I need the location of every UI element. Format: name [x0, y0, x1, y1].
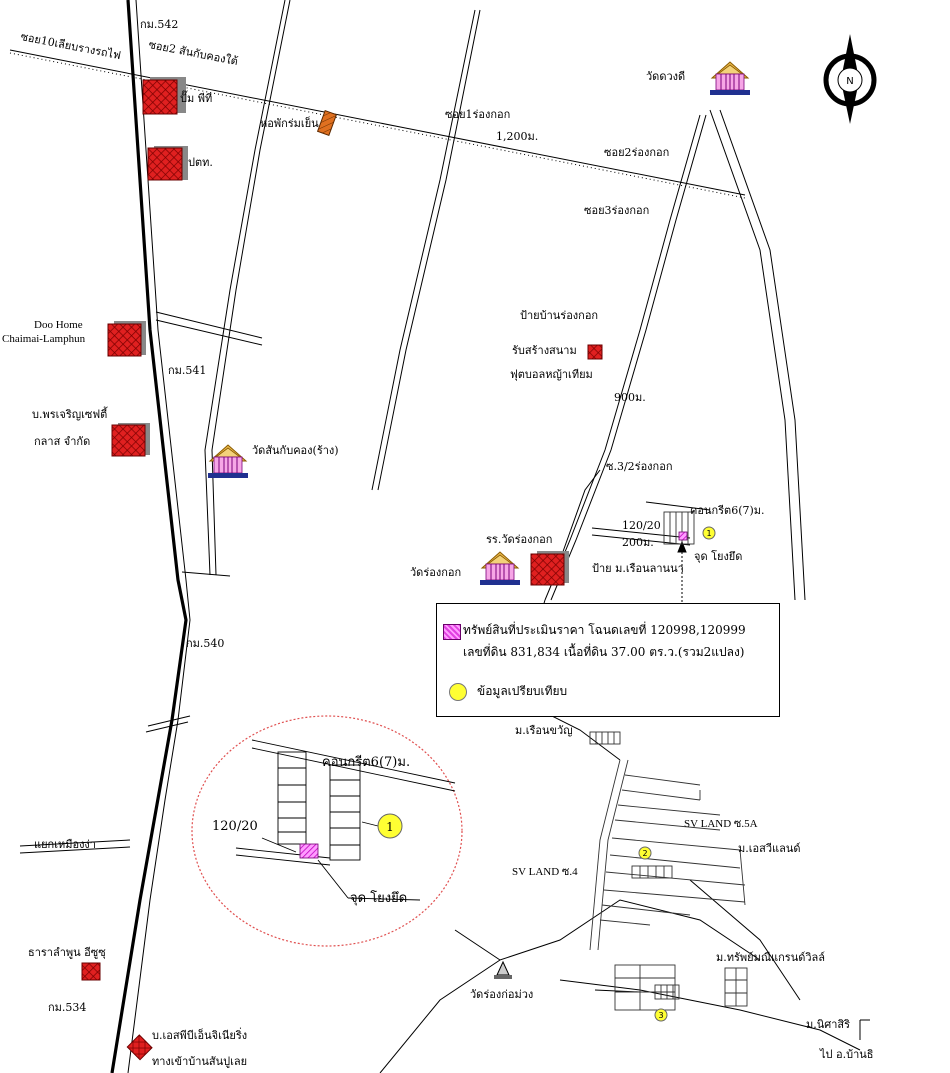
compass-icon: N — [823, 34, 877, 124]
svg-text:1: 1 — [706, 529, 711, 538]
label-point-inset: จุด โยงยึด — [350, 891, 408, 906]
legend-comparison: ข้อมูลเปรียบเทียบ — [477, 684, 568, 698]
marker-1-inset — [377, 813, 403, 839]
label-km541: กม.541 — [168, 364, 207, 377]
label-sapmani: ม.ทรัพย์มณีแกรนด์วิลล์ — [716, 951, 826, 964]
svg-text:1: 1 — [386, 820, 394, 834]
marker-1 — [702, 526, 716, 540]
label-svland5a: SV LAND ซ.5A — [684, 818, 758, 830]
label-esvland: ม.เอสวีแลนด์ — [738, 842, 801, 855]
label-khongkrit: คอนกรีต6(7)ม. — [690, 504, 765, 517]
label-dormitory: หอพักร่มเย็น — [260, 117, 319, 130]
label-thara: ธาราลำพูน อีซูซุ — [28, 946, 106, 959]
label-pump-pt: ปั๊ม พีที — [180, 92, 213, 105]
marker-2 — [638, 846, 652, 860]
wat-duangdi-icon — [709, 61, 751, 96]
label-dist-1200: 1,200ม. — [496, 130, 539, 143]
label-wat-sankab: วัดสันกับคอง(ร้าง) — [252, 444, 339, 457]
svg-text:2: 2 — [642, 849, 647, 858]
espn-icon — [126, 1034, 153, 1061]
label-wat-rongkokmuang: วัดร่องก่อม่วง — [470, 988, 534, 1001]
label-pai-ban: ป้ายบ้านร่องกอก — [520, 309, 599, 322]
label-wat-rongkok: วัดร่องกอก — [410, 566, 462, 579]
label-ruenkhwan: ม.เรือนขวัญ — [515, 724, 573, 737]
label-pornjaroen-2: กลาส จำกัด — [34, 435, 91, 448]
legend: ทรัพย์สินที่ประเมินราคา โฉนดเลขที่ 12099… — [436, 603, 780, 717]
label-field-2: ฟุตบอลหญ้าเทียม — [510, 368, 593, 381]
legend-subject-swatch — [443, 624, 461, 640]
label-to-banthi: ไป อ.บ้านธิ — [820, 1048, 874, 1061]
school-icon — [530, 553, 565, 586]
label-field-1: รับสร้างสนาม — [512, 344, 577, 357]
label-soi1-rongkok: ซอย1ร่องกอก — [445, 108, 511, 121]
label-km540: กม.540 — [186, 637, 225, 650]
pornjaroen-icon — [111, 424, 146, 457]
label-yaek: แยกเหมืองง่า — [34, 838, 96, 851]
label-doohome-1: Doo Home — [34, 319, 83, 331]
dormitory-icon — [316, 109, 338, 137]
doohome-icon — [107, 323, 142, 357]
wat-rongkok-icon — [479, 551, 521, 586]
subject-parcel — [678, 531, 688, 541]
subject-parcel-inset — [299, 843, 319, 859]
label-khongkrit-inset: คอนกรีต6(7)ม. — [322, 755, 411, 770]
legend-subject-line2: เลขที่ดิน 831,834 เนื้อที่ดิน 37.00 ตร.ว… — [463, 645, 745, 659]
inset-map: 1 — [191, 715, 463, 947]
label-nitsasiri: ม.นิศาสิริ — [806, 1018, 851, 1031]
subdivision-grids — [589, 511, 748, 1011]
label-thang-khao: ทางเข้าบ้านสันปูเลย — [152, 1055, 248, 1068]
comparison-markers: 1 2 3 — [638, 526, 716, 1022]
marker-3 — [654, 1008, 668, 1022]
svg-text:3: 3 — [658, 1011, 663, 1020]
svg-text:N: N — [846, 76, 853, 87]
label-point: จุด โยงยึด — [694, 550, 743, 563]
wat-sankab-icon — [207, 444, 249, 479]
label-house-no-inset: 120/20 — [212, 819, 258, 834]
label-wat-duangdi: วัดดวงดี — [646, 70, 686, 83]
label-pornjaroen-1: บ.พรเจริญเซฟตี้ — [32, 408, 108, 421]
label-dist-200: 200ม. — [622, 536, 654, 549]
label-soi2-rongkok: ซอย2ร่องกอก — [604, 146, 670, 159]
wat-rongkokmuang-icon — [494, 960, 512, 979]
label-house-no: 120/20 — [622, 519, 661, 532]
main-highway — [110, 0, 191, 1073]
legend-subject-line1: ทรัพย์สินที่ประเมินราคา โฉนดเลขที่ 12099… — [463, 623, 746, 637]
label-svland4: SV LAND ซ.4 — [512, 866, 578, 878]
label-soi3-rongkok: ซอย3ร่องกอก — [584, 204, 650, 217]
label-school: รร.วัดร่องกอก — [486, 533, 553, 546]
legend-comparison-swatch — [449, 683, 467, 701]
thara-icon — [81, 962, 101, 981]
field-icon — [587, 344, 603, 360]
label-ruenlanna: ป้าย ม.เรือนลานนา — [592, 562, 684, 575]
buildings — [81, 77, 603, 1061]
label-km542: กม.542 — [140, 18, 179, 31]
label-km534: กม.534 — [48, 1001, 87, 1014]
label-dist-900: 900ม. — [614, 391, 646, 404]
pump-pt-icon — [142, 79, 178, 115]
ptt-icon — [147, 147, 183, 181]
label-espn: บ.เอสพีบีเอ็นจิเนียริ่ง — [152, 1029, 248, 1042]
label-doohome-2: Chaimai-Lamphun — [2, 333, 86, 345]
label-ptt: ปตท. — [188, 156, 213, 169]
label-soi3-2: ซ.3/2ร่องกอก — [606, 460, 673, 473]
